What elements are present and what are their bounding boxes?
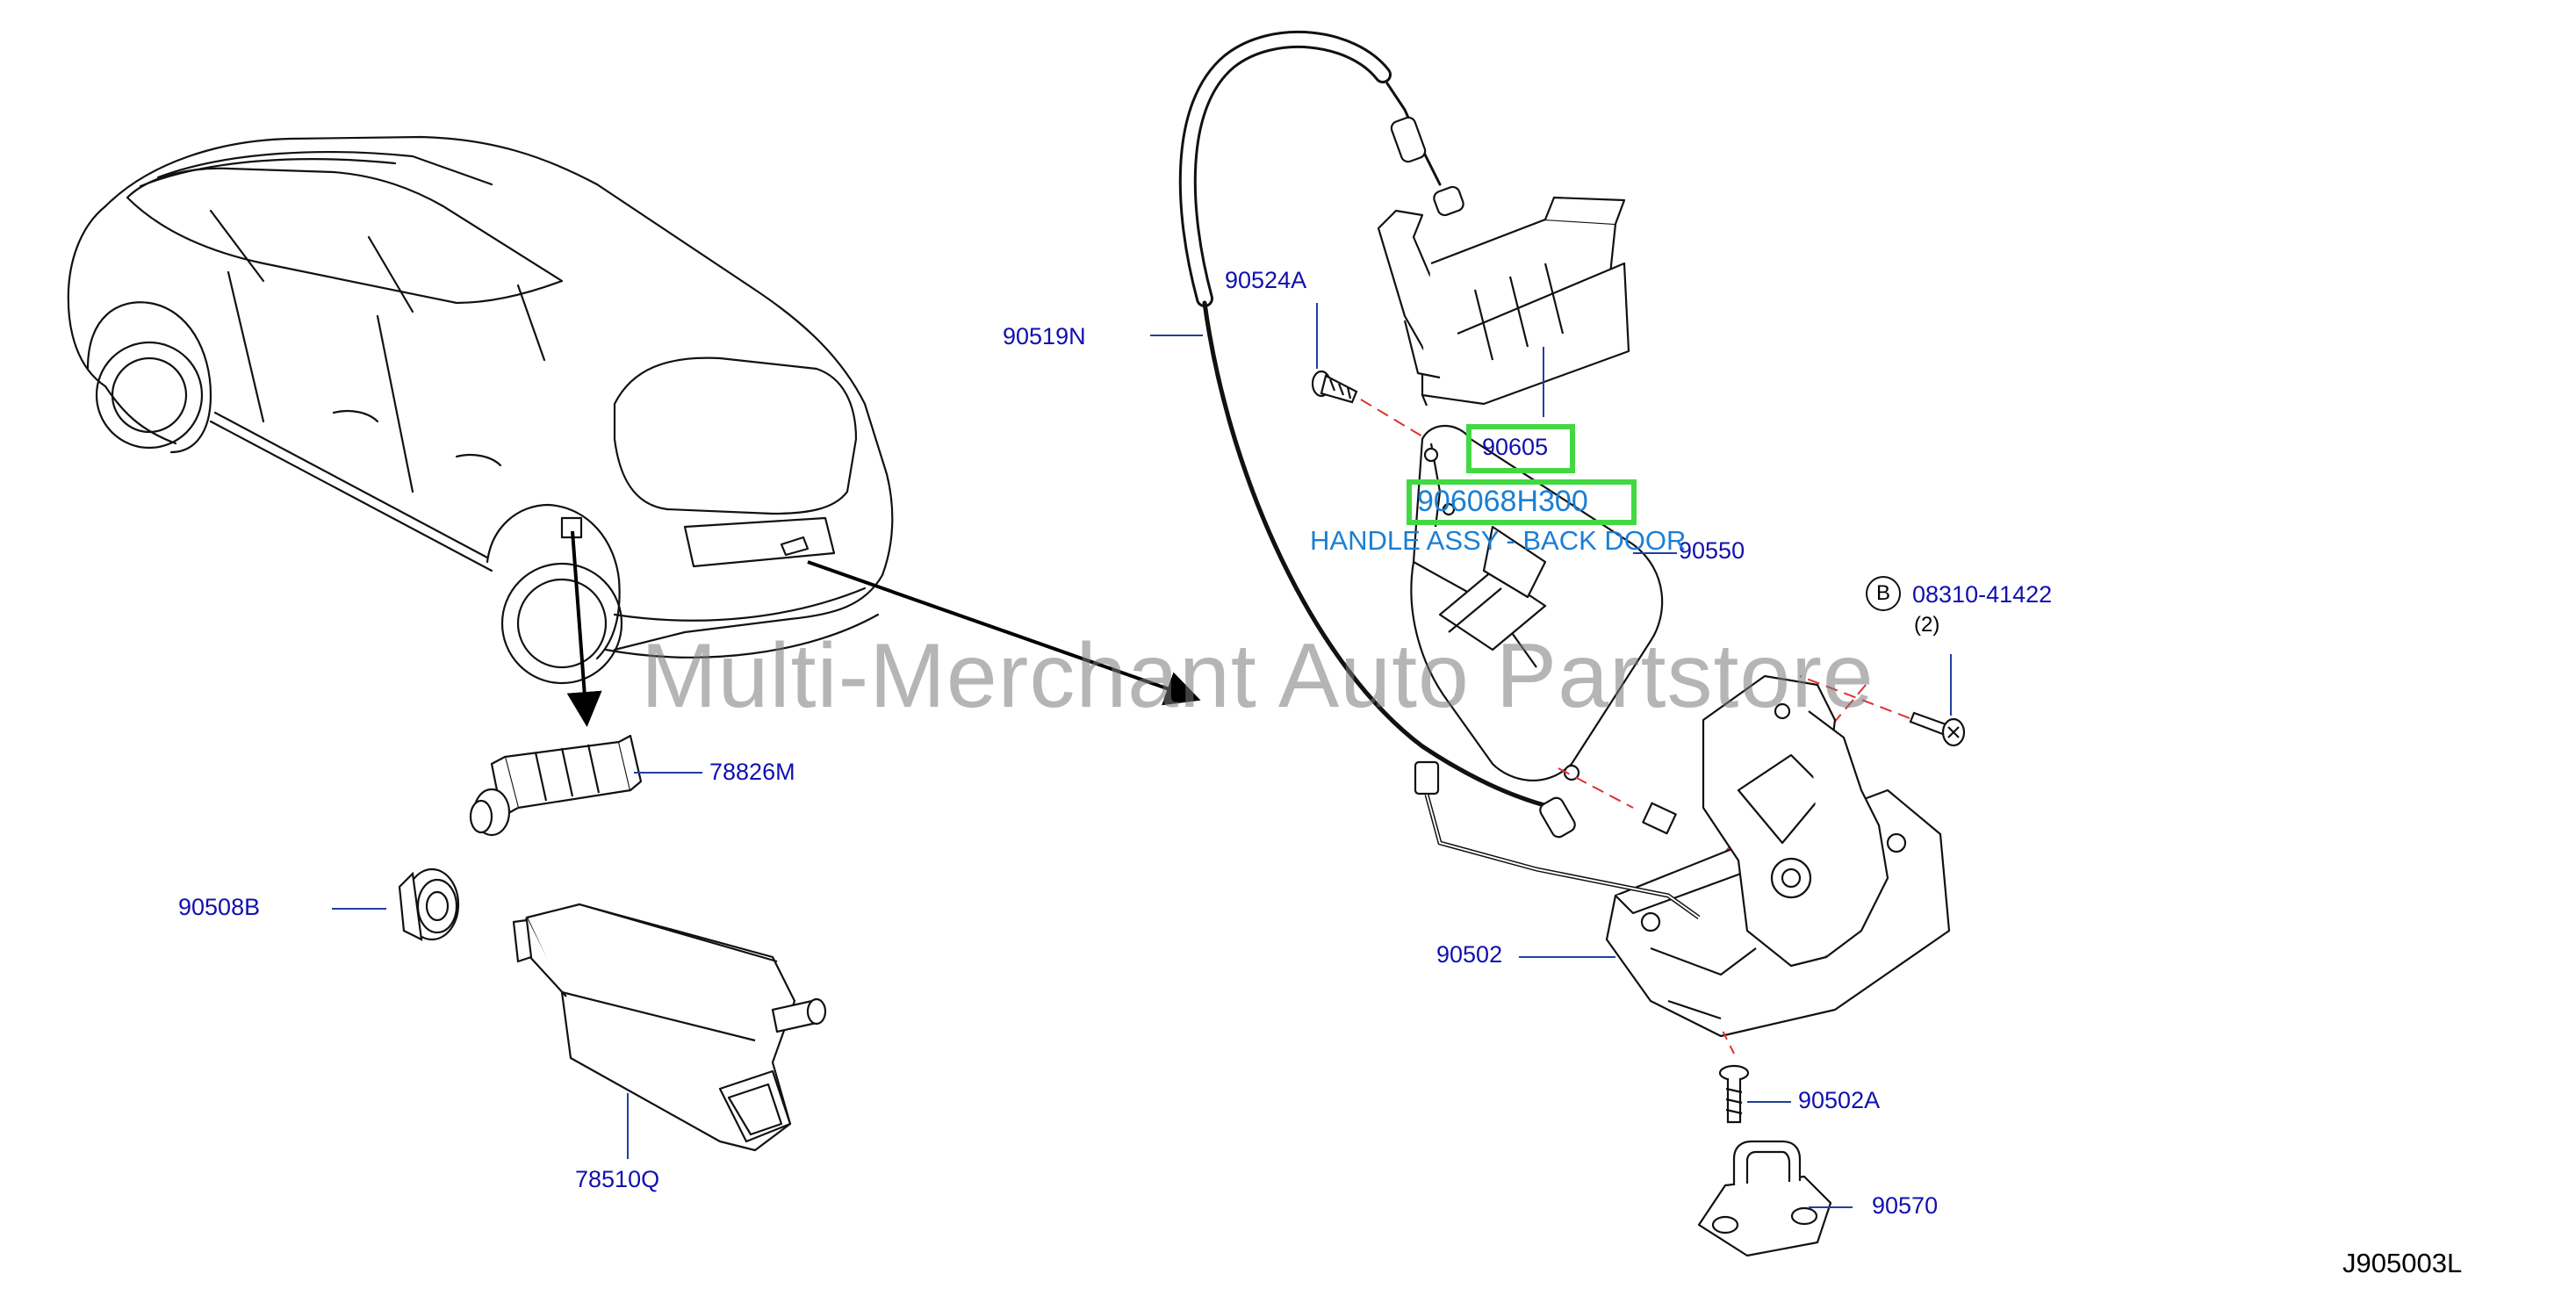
highlight-description: HANDLE ASSY - BACK DOOR xyxy=(1310,525,1687,556)
highlight-box-part-number[interactable] xyxy=(1466,424,1575,473)
label-78826m[interactable]: 78826M xyxy=(709,759,795,785)
cable-end-fittings xyxy=(1390,116,1576,839)
arrow-to-fuel-lid-parts xyxy=(566,530,602,727)
screw-08310-41422 xyxy=(1909,711,1966,747)
bolt-marker-circle xyxy=(1866,576,1901,611)
vehicle-illustration xyxy=(67,135,894,685)
label-08310-qty: (2) xyxy=(1914,613,1940,637)
label-78510q[interactable]: 78510Q xyxy=(575,1166,660,1192)
watermark: Multi-Merchant Auto Partstore xyxy=(641,625,1874,727)
grommet-90508b xyxy=(398,867,460,941)
bolt-90524a xyxy=(1311,370,1358,404)
latch-90502 xyxy=(1605,674,1951,1038)
diagram-code: J905003L xyxy=(2342,1248,2463,1278)
label-90550[interactable]: 90550 xyxy=(1679,537,1745,564)
label-90502a[interactable]: 90502A xyxy=(1798,1087,1881,1113)
label-08310-41422[interactable]: 08310-41422 xyxy=(1912,581,2053,608)
cable-90519n xyxy=(1178,31,1557,810)
handle-90605 xyxy=(1377,196,1630,407)
label-90519n[interactable]: 90519N xyxy=(1003,323,1086,349)
bolt-marker-letter: B xyxy=(1876,581,1891,605)
actuator-78826m xyxy=(469,734,643,837)
highlight-box-oem-number[interactable] xyxy=(1407,479,1637,525)
fuel-lid-base-78510q xyxy=(512,903,827,1152)
dashed-08310-a xyxy=(1799,675,1910,719)
highlight-part-number: 90605 xyxy=(1482,434,1549,460)
highlight-oem-number: 906068H300 xyxy=(1417,485,1588,518)
arrow-to-hatch-parts xyxy=(807,560,1201,706)
dashed-latch xyxy=(1558,767,1634,809)
dashed-90502a xyxy=(1720,1026,1735,1055)
actuator-90550 xyxy=(1410,425,1664,782)
label-90502[interactable]: 90502 xyxy=(1436,941,1503,968)
label-90508b[interactable]: 90508B xyxy=(178,894,261,920)
label-90524a[interactable]: 90524A xyxy=(1225,267,1307,293)
bolt-90502a xyxy=(1718,1064,1750,1124)
striker-90570 xyxy=(1697,1140,1832,1257)
label-90570[interactable]: 90570 xyxy=(1872,1192,1939,1219)
dashed-90524a xyxy=(1360,399,1428,440)
